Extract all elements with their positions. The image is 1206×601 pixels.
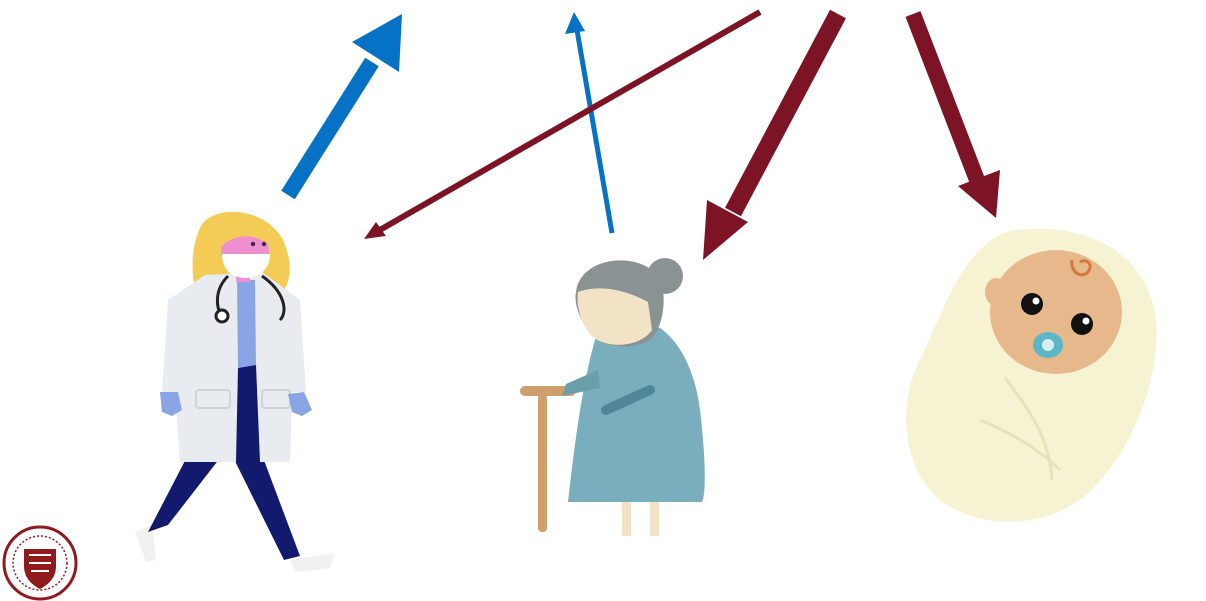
- baby-icon: [906, 229, 1157, 522]
- university-seal-icon: [4, 527, 76, 599]
- arrow-to-elderly: [703, 14, 838, 260]
- doctor-icon: [135, 212, 335, 572]
- elderly-woman-icon: [520, 258, 705, 536]
- arrow-doctor-out: [288, 14, 402, 195]
- arrow-to-doctor: [364, 12, 760, 239]
- arrow-to-baby: [913, 14, 1000, 218]
